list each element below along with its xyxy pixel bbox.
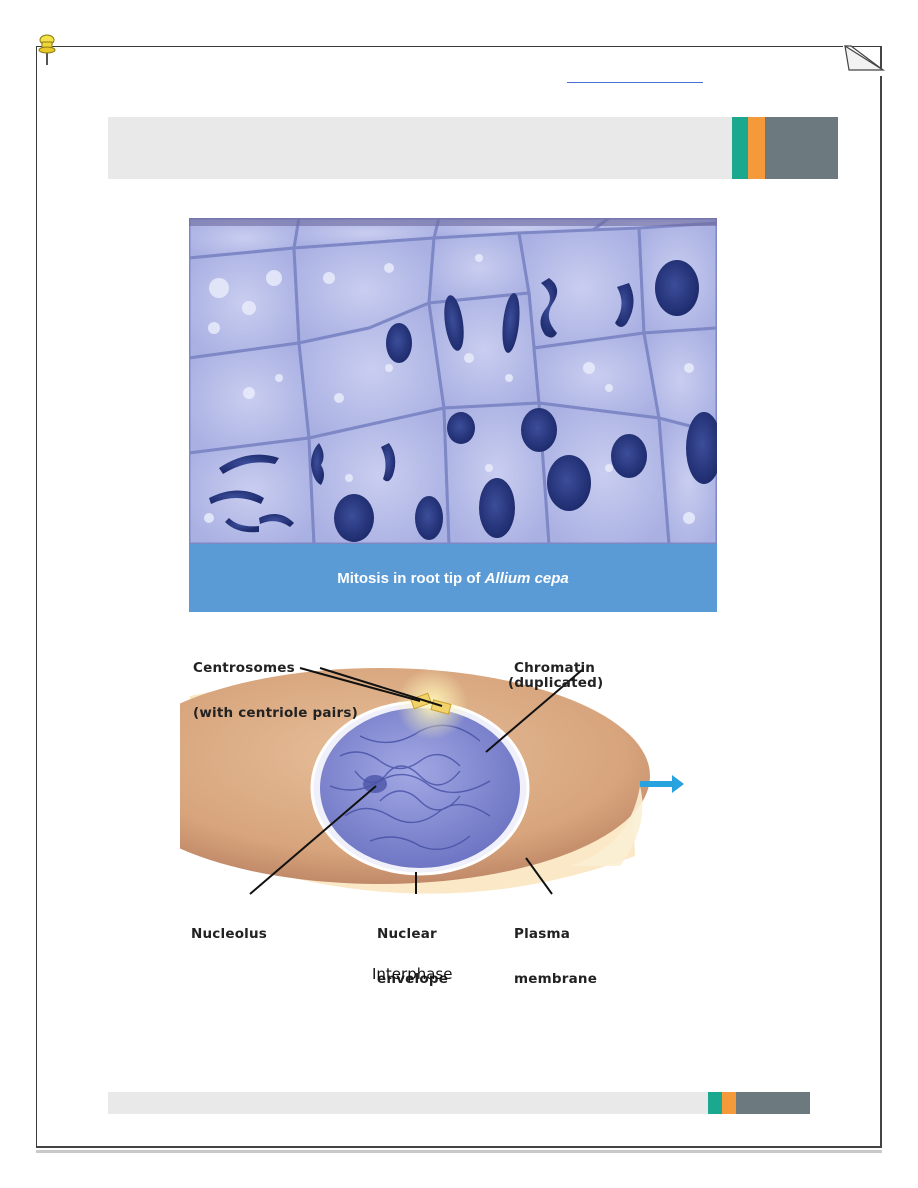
label-plasma-line2: membrane xyxy=(514,971,598,987)
label-centrosomes-line1: Centrosomes xyxy=(193,660,295,676)
label-centrosomes: Centrosomes (with centriole pairs) xyxy=(193,631,358,736)
micrograph-caption: Mitosis in root tip of Allium cepa xyxy=(189,544,717,612)
footer-accent-orange xyxy=(722,1092,736,1114)
page-corner-fold xyxy=(843,44,885,76)
label-chromatin: Chromatin xyxy=(514,631,595,691)
header-accent-orange xyxy=(748,117,765,179)
footer-bar xyxy=(108,1092,708,1114)
label-chromatin-sub: (duplicated) xyxy=(508,646,603,706)
onion-root-tip-micrograph xyxy=(189,218,717,544)
label-plasma-line1: Plasma xyxy=(514,926,571,942)
diagram-caption: Interphase xyxy=(372,965,453,983)
page-shadow xyxy=(36,1150,882,1153)
label-nuclear-line2: envelope xyxy=(377,971,449,987)
header-accent-gray xyxy=(765,117,838,179)
footer-accent-teal xyxy=(708,1092,722,1114)
caption-text: Mitosis in root tip of xyxy=(337,569,481,587)
label-chromatin-line1: Chromatin xyxy=(514,660,596,676)
header-bar xyxy=(108,117,732,179)
header-accent-teal xyxy=(732,117,748,179)
label-nuclear-envelope: Nuclear envelope xyxy=(377,897,448,1002)
pushpin-icon[interactable] xyxy=(34,34,60,68)
label-plasma-membrane: Plasma membrane xyxy=(514,897,597,1002)
label-nuclear-line1: Nuclear xyxy=(377,926,437,942)
label-nucleolus-text: Nucleolus xyxy=(191,926,268,942)
label-chromatin-line2: (duplicated) xyxy=(508,675,604,691)
interphase-cell-diagram xyxy=(180,667,684,895)
header-link-underline[interactable] xyxy=(567,82,703,83)
caption-species: Allium cepa xyxy=(484,569,569,587)
footer-accent-gray xyxy=(736,1092,810,1114)
label-centrosomes-line2: (with centriole pairs) xyxy=(193,705,358,721)
label-nucleolus: Nucleolus xyxy=(191,897,267,957)
